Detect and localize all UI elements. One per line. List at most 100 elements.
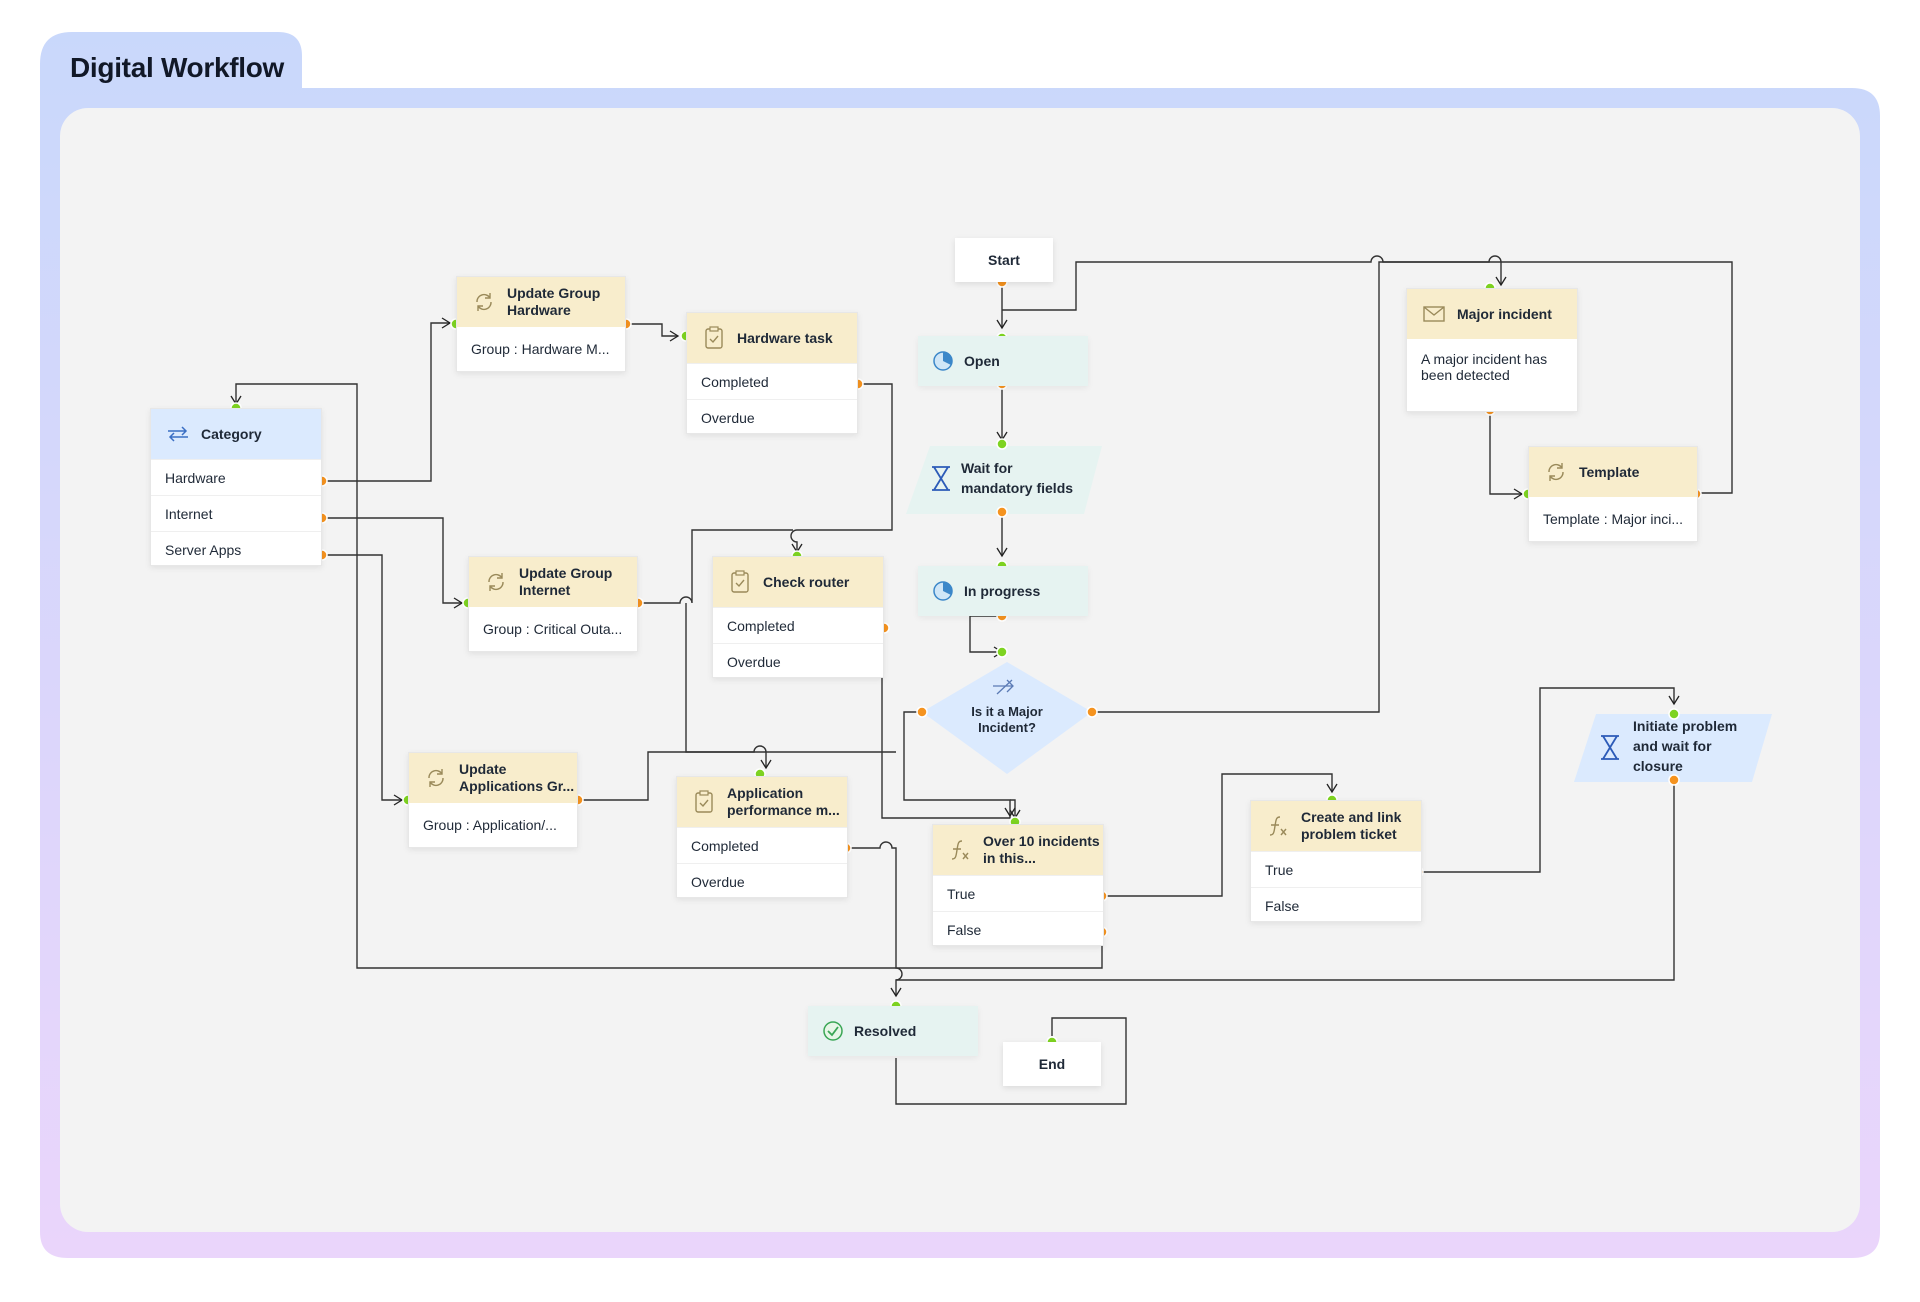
decision-icon [993,679,1014,695]
edge-hardware-ug[interactable] [322,317,452,482]
check-router-row-completed[interactable]: Completed [713,607,883,643]
state-open-label: Open [964,353,1000,369]
input-port[interactable] [996,646,1008,658]
ug-internet-body: Group : Critical Outa... [483,621,623,637]
ug-apps-header: Update Applications Gr... [409,753,577,803]
ug-internet-header: Update Group Internet [469,557,637,607]
state-in-progress[interactable]: In progress [918,566,1088,616]
check-router-header: Check router [713,557,883,607]
edge-create-initiate[interactable] [1418,687,1680,873]
start-node[interactable]: Start [955,238,1053,282]
ug-hardware-header: Update Group Hardware [457,277,625,327]
check-circle-icon [820,1018,846,1044]
over10-row-false[interactable]: False [933,911,1103,947]
hardware-task-header: Hardware task [687,313,857,363]
template-body: Template : Major inci... [1543,511,1684,527]
ug-hardware-body: Group : Hardware M... [471,341,610,357]
refresh-icon [1541,457,1571,487]
wait-label: Wait for mandatory fields [961,460,1074,496]
hourglass-icon [1601,735,1619,760]
initiate-label: Initiate problem and wait for closure [1633,718,1738,774]
input-port[interactable] [996,438,1008,450]
check-router-title: Check router [763,573,850,590]
decision-label: Is it a Major Incident? [971,704,1043,735]
edge-appperf-resolved[interactable] [846,841,903,998]
state-resolved-label: Resolved [854,1023,917,1039]
edge-internet-ug[interactable] [322,517,464,609]
hardware-task-row-completed[interactable]: Completed [687,363,857,399]
wait-shape[interactable] [906,446,1102,514]
mail-icon [1419,299,1449,329]
page-title: Digital Workflow [70,52,285,83]
edge-serverapps-ug[interactable] [322,554,404,806]
update-group-internet-node[interactable]: Update Group Internet Group : Critical O… [468,556,638,652]
update-applications-group-node[interactable]: Update Applications Gr... Group : Applic… [408,752,578,848]
hardware-task-node[interactable]: Hardware task Completed Overdue [686,312,858,434]
edge-loop-category[interactable] [230,383,1103,969]
category-header: Category [151,409,321,459]
output-port[interactable] [996,506,1008,518]
ug-internet-title: Update Group Internet [519,565,613,598]
over10-row-true[interactable]: True [933,875,1103,911]
template-node[interactable]: Template Template : Major inci... [1528,446,1698,542]
ug-hardware-title: Update Group Hardware [507,285,601,318]
edge-decision-major[interactable] [1092,255,1507,713]
decision-shape[interactable] [922,662,1092,774]
app-perf-row-completed[interactable]: Completed [677,827,847,863]
major-incident-node[interactable]: Major incident A major incident has been… [1406,288,1578,412]
state-resolved[interactable]: Resolved [808,1006,978,1056]
edge-router-over10-b[interactable] [1009,799,1021,820]
app-perf-row-overdue[interactable]: Overdue [677,863,847,899]
edge-resolved-end[interactable] [895,1017,1127,1105]
category-row-hardware[interactable]: Hardware [151,459,321,495]
output-port[interactable] [916,706,928,718]
edge-ugapps-appperf[interactable] [578,745,772,801]
create-link-problem-node[interactable]: Create and link problem ticket True Fals… [1250,800,1422,922]
category-node[interactable]: Category Hardware Internet Server Apps [150,408,322,566]
hourglass-icon [932,466,950,491]
over-10-incidents-node[interactable]: Over 10 incidents in this... True False [932,824,1104,946]
clipboard-icon [689,787,719,817]
edge-major-template[interactable] [1489,410,1524,500]
over10-title: Over 10 incidents in this... [983,833,1100,866]
create-link-header: Create and link problem ticket [1251,801,1421,851]
swap-arrows-icon [163,419,193,449]
hardware-task-row-overdue[interactable]: Overdue [687,399,857,435]
category-row-server-apps[interactable]: Server Apps [151,531,321,567]
initiate-shape[interactable] [1574,714,1772,782]
application-performance-node[interactable]: Application performance m... Completed O… [676,776,848,898]
edge-uginet-router[interactable] [638,529,793,604]
end-node[interactable]: End [1003,1042,1101,1086]
clipboard-icon [699,323,729,353]
edge-hwtask-router[interactable] [790,383,893,554]
app-perf-header: Application performance m... [677,777,847,827]
ug-apps-body: Group : Application/... [423,817,557,833]
template-header: Template [1529,447,1697,497]
create-link-title: Create and link problem ticket [1301,809,1402,842]
edge-decision-over10[interactable] [903,711,1016,818]
input-port[interactable] [1668,708,1680,720]
app-perf-title: Application performance m... [727,785,840,818]
update-group-hardware-node[interactable]: Update Group Hardware Group : Hardware M… [456,276,626,372]
refresh-icon [469,287,499,317]
major-incident-body: A major incident has been detected [1421,351,1548,383]
create-link-row-false[interactable]: False [1251,887,1421,923]
refresh-icon [421,763,451,793]
refresh-icon [481,567,511,597]
function-icon [1263,811,1293,841]
state-open[interactable]: Open [918,336,1088,386]
category-row-internet[interactable]: Internet [151,495,321,531]
check-router-row-overdue[interactable]: Overdue [713,643,883,679]
output-port[interactable] [1086,706,1098,718]
state-in-progress-label: In progress [964,583,1041,599]
output-port[interactable] [1668,774,1680,786]
edge-inprogress-decision[interactable] [969,615,1004,658]
hardware-task-title: Hardware task [737,329,833,346]
edge-over10-create[interactable] [1102,773,1338,897]
edge-initiate-resolved[interactable] [896,780,1675,981]
function-icon [945,835,975,865]
edge-ughw-hwtask[interactable] [626,323,680,342]
create-link-row-true[interactable]: True [1251,851,1421,887]
check-router-node[interactable]: Check router Completed Overdue [712,556,884,678]
category-title: Category [201,425,262,442]
